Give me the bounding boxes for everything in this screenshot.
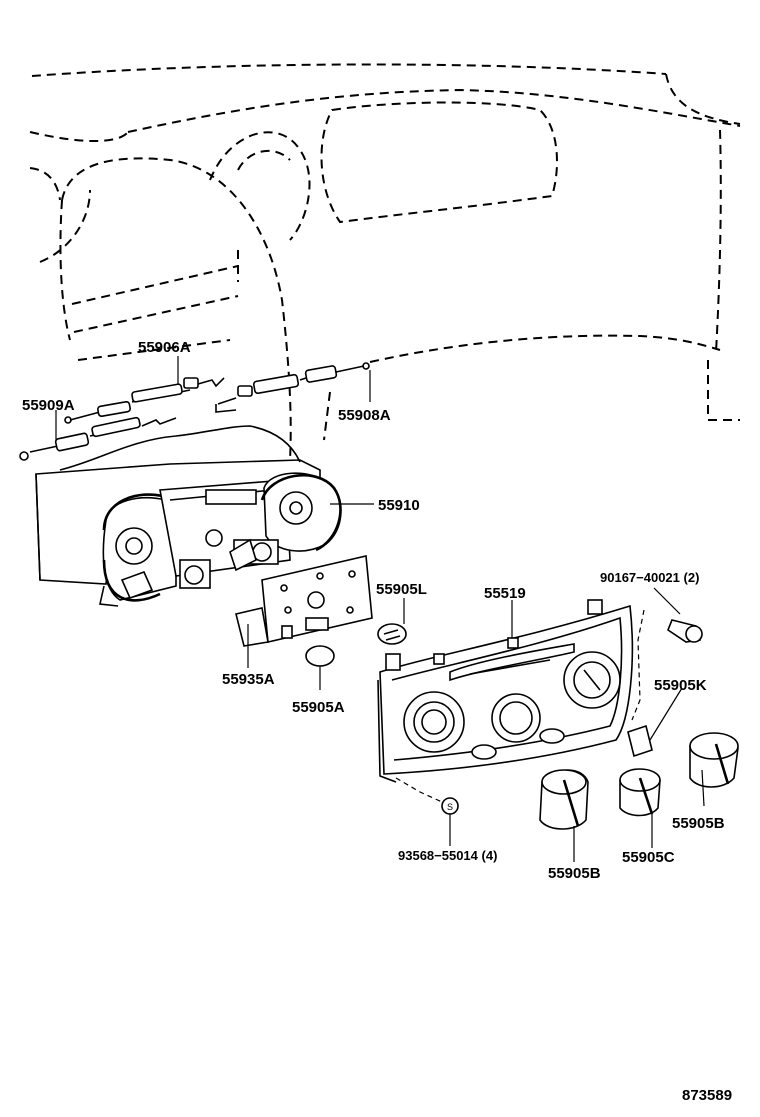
label-55909A: 55909A	[22, 397, 75, 414]
label-55905B-left: 55905B	[548, 865, 601, 882]
label-55906A: 55906A	[138, 339, 191, 356]
dashboard-outline	[29, 63, 741, 461]
mounting-plate	[235, 555, 373, 647]
screw-93568: S	[441, 797, 459, 815]
label-55905C: 55905C	[622, 849, 675, 866]
heater-control-assembly	[35, 425, 342, 607]
label-93568: 93568−55014 (4)	[398, 848, 497, 863]
leader-lines	[55, 356, 705, 862]
label-55905B-right: 55905B	[672, 815, 725, 832]
knobs	[539, 619, 739, 830]
label-55935A: 55935A	[222, 671, 275, 688]
figure-number: 873589	[682, 1087, 732, 1104]
heater-control-panel	[377, 599, 634, 783]
label-55905A: 55905A	[292, 699, 345, 716]
label-55905K: 55905K	[654, 677, 707, 694]
svg-text:S: S	[447, 802, 453, 812]
label-55519: 55519	[484, 585, 526, 602]
label-55908A: 55908A	[338, 407, 391, 424]
label-55905L: 55905L	[376, 581, 427, 598]
small-parts	[305, 623, 407, 667]
label-90167: 90167−40021 (2)	[600, 570, 699, 585]
label-55910: 55910	[378, 497, 420, 514]
callout-labels: 55906A 55909A 55908A 55910 55905L 55519 …	[22, 339, 732, 1104]
control-cables	[19, 362, 370, 461]
